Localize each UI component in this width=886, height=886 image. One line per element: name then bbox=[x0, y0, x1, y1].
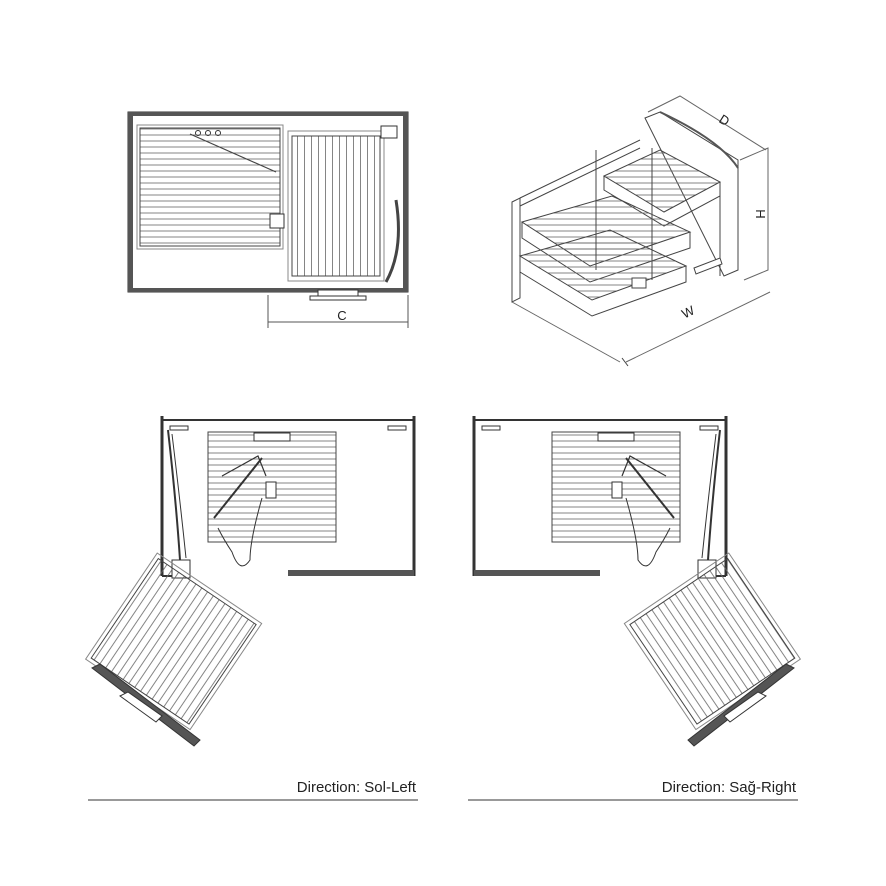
plan-view-right-direction bbox=[472, 416, 802, 747]
dim-w-label: W bbox=[679, 302, 697, 321]
plan-view-top bbox=[127, 111, 409, 328]
isometric-view bbox=[511, 95, 771, 367]
dim-h-label: H bbox=[753, 209, 768, 218]
bolt-icon bbox=[195, 130, 201, 136]
plan-view-left-direction bbox=[84, 416, 416, 747]
bracket-icon bbox=[631, 277, 647, 289]
caption-right: Direction: Sağ-Right bbox=[662, 779, 797, 796]
hinge-icon bbox=[380, 125, 398, 139]
handle-icon bbox=[317, 289, 359, 297]
dim-c-label: C bbox=[337, 308, 346, 323]
caption-left: Direction: Sol-Left bbox=[297, 779, 417, 796]
dim-d-label: D bbox=[716, 111, 732, 129]
